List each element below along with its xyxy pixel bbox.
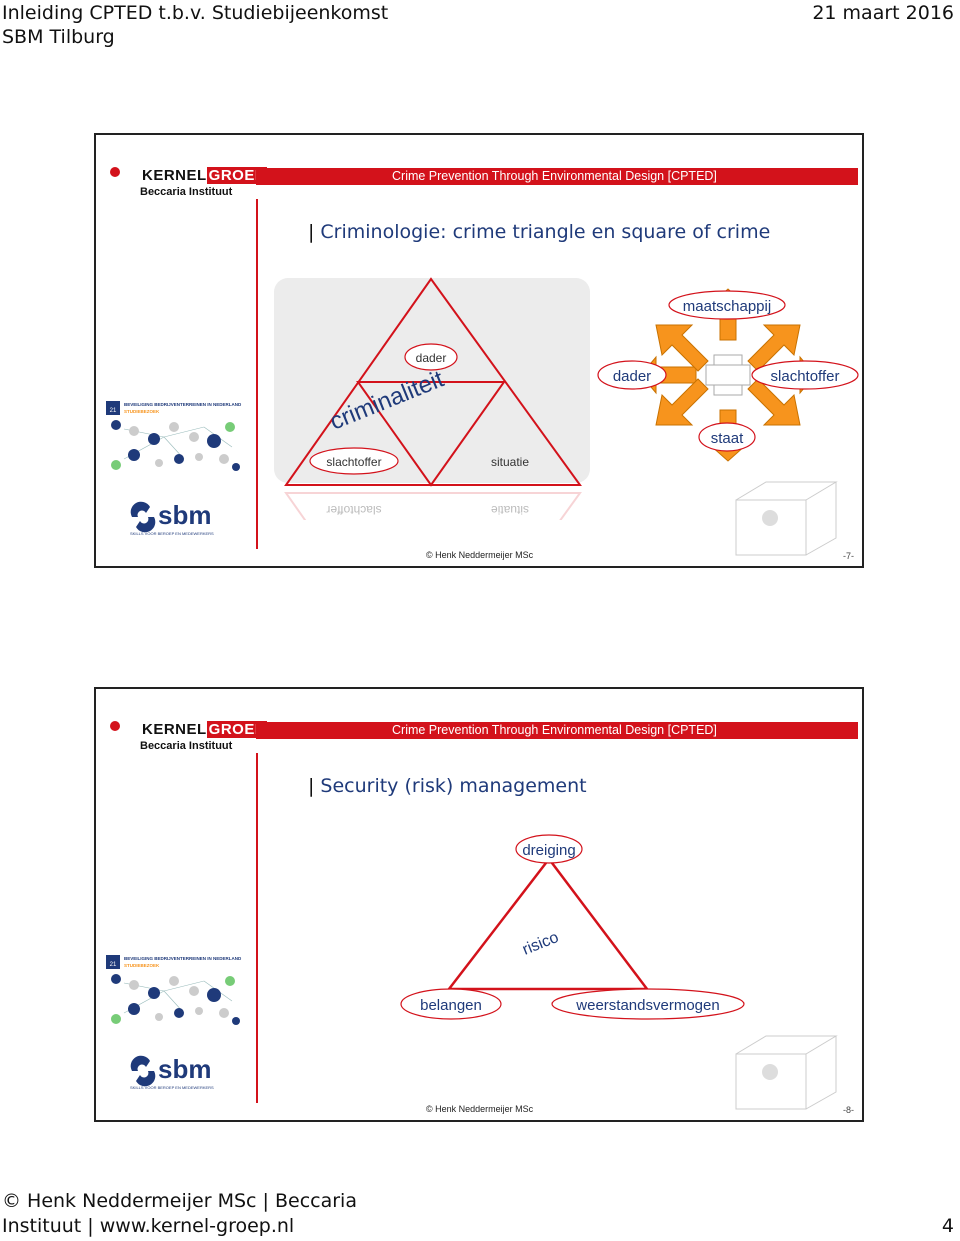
beccaria-label: Beccaria Instituut [140,186,233,198]
red-divider [256,199,258,549]
svg-text:21: 21 [110,962,117,968]
footer-line-1: © Henk Neddermeijer MSc | Beccaria [2,1190,357,1212]
risk-center-label: risico [520,929,561,959]
slide-page-number: -8- [843,1105,854,1115]
beccaria-logo-icon [110,167,120,177]
triangle-inner [356,381,506,487]
svg-text:slachtoffer: slachtoffer [326,503,381,517]
document-date: 21 maart 2016 [812,2,954,24]
square-of-crime-diagram: staat dader slachtoffer maatschappij [597,288,859,462]
svg-text:BEVEILIGING BEDRIJVENTERREINEN: BEVEILIGING BEDRIJVENTERREINEN IN NEDERL… [124,402,242,407]
triangle-right-label: situatie [491,455,529,469]
svg-text:sbm: sbm [158,500,211,530]
svg-text:STUDIEBEZOEK: STUDIEBEZOEK [124,409,160,414]
copyright-label: © Henk Neddermeijer MSc [426,550,534,560]
square-left-label: dader [613,368,651,385]
book-cover-image: 21 BEVEILIGING BEDRIJVENTERREINEN IN NED… [104,951,244,1031]
svg-text:SKILLS VOOR BEROEP EN MEDEWERK: SKILLS VOOR BEROEP EN MEDEWERKERS [130,1085,214,1090]
sbm-logo: sbm SKILLS VOOR BEROEP EN MEDEWERKERS [128,497,238,537]
square-bottom-label: maatschappij [683,298,771,315]
document-title: Inleiding CPTED t.b.v. Studiebijeenkomst [2,2,389,24]
cube-watermark [735,481,838,556]
crime-triangle-diagram: dader criminaliteit slachtoffer situatie… [274,277,590,520]
cpted-banner: Crime Prevention Through Environmental D… [256,168,858,185]
slide-title: |Security (risk) management [308,775,587,797]
triangle-top-label: dader [416,351,447,365]
copyright-label: © Henk Neddermeijer MSc [426,1104,534,1114]
cpted-banner: Crime Prevention Through Environmental D… [256,722,858,739]
slide-page-number: -7- [843,551,854,561]
book-cover-image: 21 BEVEILIGING BEDRIJVENTERREINEN IN NED… [104,397,244,477]
risk-top-label: dreiging [522,842,575,859]
svg-text:21: 21 [110,408,117,414]
red-divider [256,753,258,1103]
triangle-left-label: slachtoffer [326,455,381,469]
svg-text:sbm: sbm [158,1054,211,1084]
square-top-label: staat [711,430,744,447]
cube-watermark [735,1035,838,1110]
slide-title: |Criminologie: crime triangle en square … [308,221,771,243]
sbm-logo: sbm SKILLS VOOR BEROEP EN MEDEWERKERS [128,1051,238,1091]
footer-line-2: Instituut | www.kernel-groep.nl [2,1215,295,1237]
risk-right-label: weerstandsvermogen [575,997,719,1014]
document-location: SBM Tilburg [2,26,115,48]
svg-text:SKILLS VOOR BEROEP EN MEDEWERK: SKILLS VOOR BEROEP EN MEDEWERKERS [130,531,214,536]
beccaria-label: Beccaria Instituut [140,740,233,752]
svg-text:situatie: situatie [491,503,529,517]
beccaria-logo-icon [110,721,120,731]
risk-left-label: belangen [420,997,482,1014]
svg-text:STUDIEBEZOEK: STUDIEBEZOEK [124,963,160,968]
risk-triangle-diagram: dreiging risico belangen weerstandsvermo… [400,834,745,1020]
square-right-label: slachtoffer [771,368,840,385]
svg-text:BEVEILIGING BEDRIJVENTERREINEN: BEVEILIGING BEDRIJVENTERREINEN IN NEDERL… [124,956,242,961]
page-number: 4 [941,1215,954,1237]
